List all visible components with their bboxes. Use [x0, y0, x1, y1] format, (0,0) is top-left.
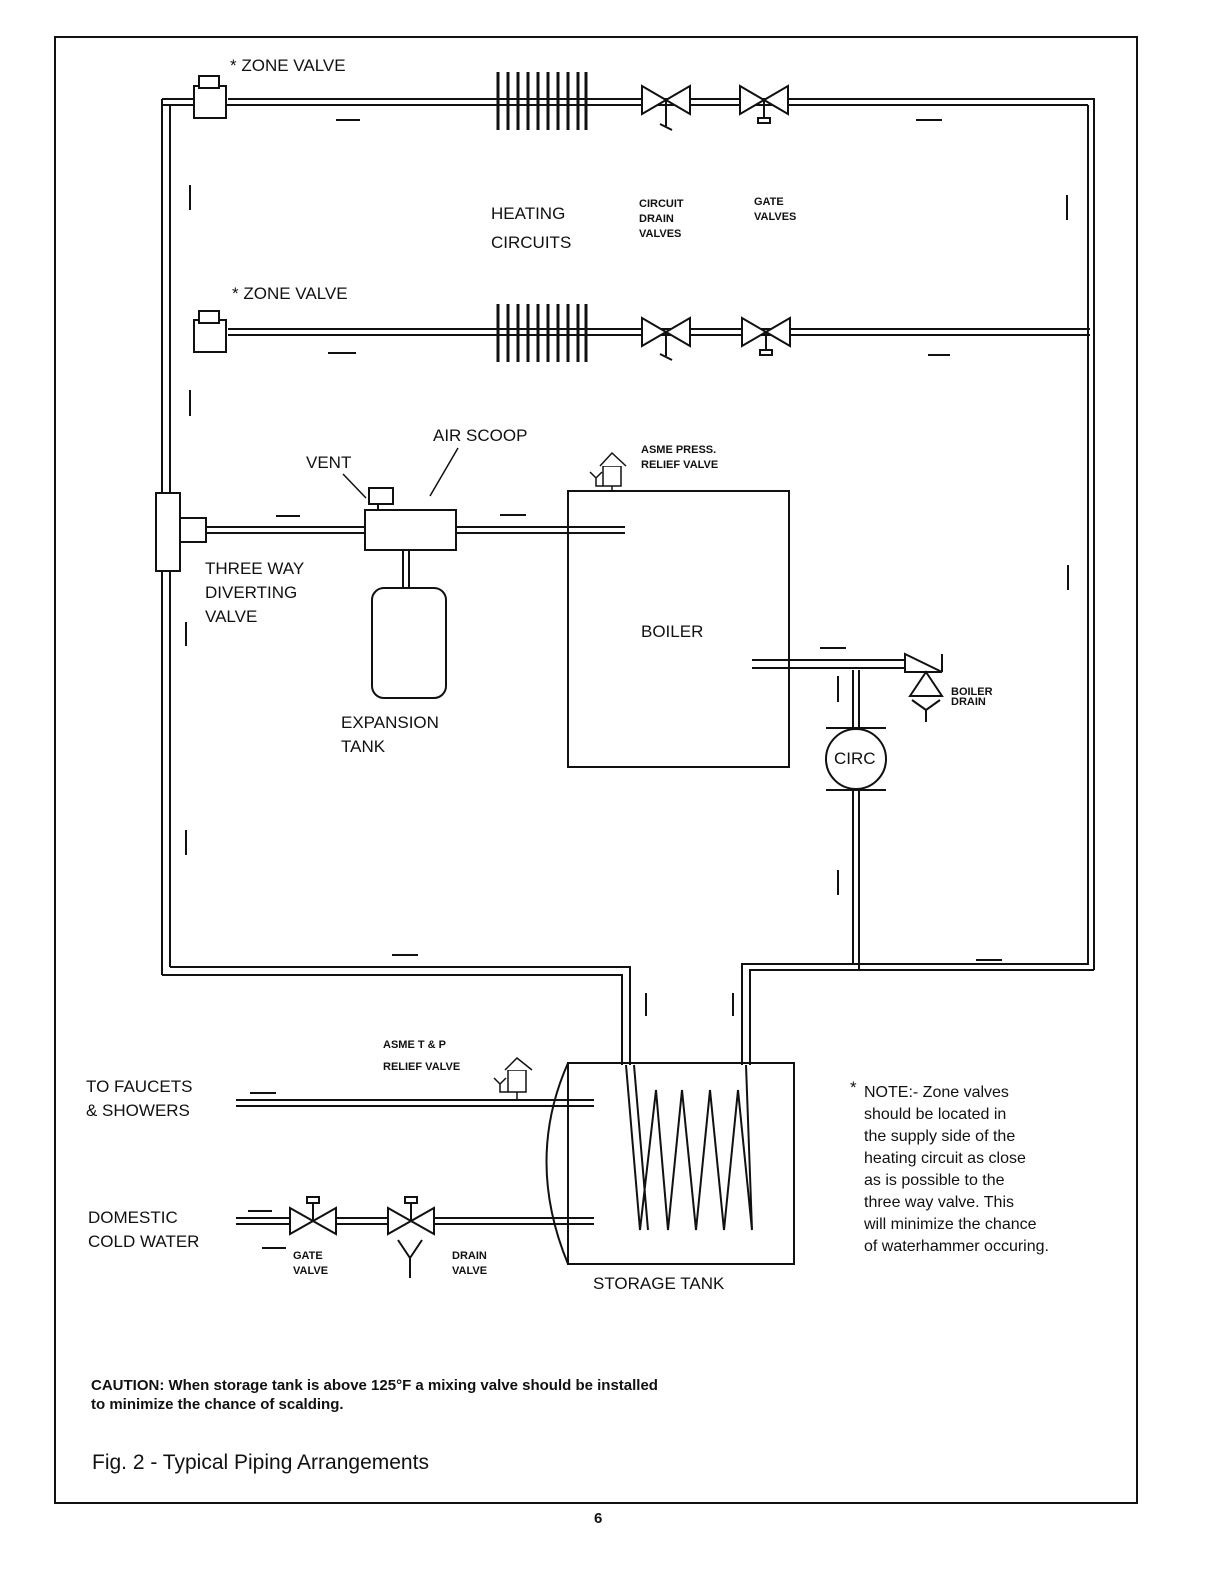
- circuit-drain-valve-mid: [641, 316, 691, 361]
- label-vent: VENT: [306, 453, 352, 472]
- pipe-right-return: [856, 99, 1095, 970]
- label-drain-valve-cold: DRAIN VALVE: [452, 1249, 487, 1279]
- label-boiler-drain-line2: DRAIN: [951, 696, 986, 708]
- label-three-way-line3: VALVE: [205, 607, 258, 626]
- label-asme-press-line1: ASME PRESS.: [641, 444, 717, 456]
- pipe-tank-stem: [402, 550, 410, 588]
- label-storage-tank: STORAGE TANK: [593, 1274, 725, 1293]
- label-circuit-drain-line1: CIRCUIT: [639, 198, 684, 210]
- label-domestic-cold-water: DOMESTIC COLD WATER: [88, 1206, 199, 1254]
- label-zone-valve-mid: * ZONE VALVE: [232, 284, 348, 303]
- pipe-bottom-supply: [162, 966, 631, 1065]
- asme-tp-relief-valve: [493, 1056, 533, 1100]
- label-gate-valves-line1: GATE: [754, 196, 784, 208]
- label-circ: CIRC: [834, 749, 876, 768]
- label-zone-valve-top: * ZONE VALVE: [230, 56, 346, 75]
- label-three-way-valve: THREE WAY DIVERTING VALVE: [205, 557, 304, 629]
- label-heating-circuits-line2: CIRCUITS: [491, 233, 572, 252]
- pipe-boiler-outlet: [752, 659, 905, 669]
- pipe-three-way-branch: [206, 526, 625, 534]
- label-asme-press-line2: RELIEF VALVE: [641, 459, 719, 471]
- label-drain-valve-line2: VALVE: [452, 1265, 488, 1277]
- label-circuit-drain-line3: VALVES: [639, 228, 682, 240]
- expansion-tank: [371, 587, 447, 699]
- page-frame: [54, 36, 1138, 1504]
- three-way-diverting-valve: [155, 492, 207, 572]
- drain-valve-cold: [387, 1196, 435, 1278]
- label-to-faucets: TO FAUCETS & SHOWERS: [86, 1075, 192, 1123]
- label-asme-tp-line1: ASME T & P: [383, 1039, 446, 1051]
- note-line: will minimize the chance: [864, 1216, 1037, 1233]
- caution-text: CAUTION: When storage tank is above 125°…: [91, 1376, 791, 1414]
- label-asme-tp-relief: ASME T & P RELIEF VALVE: [383, 1034, 460, 1078]
- pipe-circ-line: [852, 670, 860, 970]
- note-line: as is possible to the: [864, 1172, 1005, 1189]
- pipe-bottom-return: [741, 963, 1094, 1065]
- label-expansion-line1: EXPANSION: [341, 713, 439, 732]
- label-cold-line1: DOMESTIC: [88, 1208, 178, 1227]
- air-scoop: [364, 509, 457, 551]
- label-gate-valve-line2: VALVE: [293, 1265, 329, 1277]
- zone-valve-note: NOTE:- Zone valves should be located in …: [864, 1082, 1094, 1258]
- note-line: heating circuit as close: [864, 1150, 1026, 1167]
- pipe-cold-in: [236, 1217, 594, 1225]
- label-faucets-line1: TO FAUCETS: [86, 1077, 193, 1096]
- label-heating-circuits-line1: HEATING: [491, 204, 566, 223]
- note-line: NOTE:- Zone valves: [864, 1084, 1009, 1101]
- zone-valve-mid: [193, 319, 227, 353]
- gate-valve-top: [739, 84, 789, 124]
- gate-valve-cold: [289, 1196, 337, 1236]
- note-line: three way valve. This: [864, 1194, 1014, 1211]
- label-boiler: BOILER: [641, 622, 704, 641]
- label-faucets-line2: & SHOWERS: [86, 1101, 190, 1120]
- pipe-hot-out: [236, 1099, 594, 1107]
- page-number: 6: [594, 1510, 603, 1527]
- asme-pressure-relief-valve: [589, 451, 627, 491]
- label-drain-valve-line1: DRAIN: [452, 1250, 487, 1262]
- figure-title: Fig. 2 - Typical Piping Arrangements: [92, 1451, 429, 1474]
- boiler-drain-valve: [904, 652, 944, 722]
- radiator-top: [496, 72, 588, 130]
- flow-arrows: [185, 119, 1069, 1249]
- zone-valve-top: [193, 85, 227, 119]
- note-line: should be located in: [864, 1106, 1007, 1123]
- label-gate-valve-line1: GATE: [293, 1250, 323, 1262]
- caution-line1: CAUTION: When storage tank is above 125°…: [91, 1377, 658, 1394]
- note-star: *: [850, 1078, 857, 1097]
- label-expansion-tank: EXPANSION TANK: [341, 711, 439, 759]
- boiler: [567, 490, 790, 768]
- label-boiler-drain-line1: BOILER: [951, 686, 993, 698]
- note-line: of waterhammer occuring.: [864, 1238, 1049, 1255]
- gate-valve-mid: [741, 316, 791, 356]
- label-asme-press-relief: ASME PRESS. RELIEF VALVE: [641, 443, 718, 473]
- storage-tank-front: [545, 1062, 569, 1265]
- label-heating-circuits: HEATING CIRCUITS: [491, 199, 571, 257]
- label-three-way-line2: DIVERTING: [205, 583, 298, 602]
- storage-tank: [567, 1062, 795, 1265]
- label-cold-line2: COLD WATER: [88, 1232, 200, 1251]
- label-asme-tp-line2: RELIEF VALVE: [383, 1061, 461, 1073]
- label-gate-valves-line2: VALVES: [754, 211, 797, 223]
- circuit-drain-valve-top: [641, 84, 691, 131]
- label-expansion-line2: TANK: [341, 737, 386, 756]
- label-air-scoop: AIR SCOOP: [433, 426, 528, 445]
- circulator-pump: [825, 727, 887, 791]
- label-circuit-drain-line2: DRAIN: [639, 213, 674, 225]
- label-gate-valves: GATE VALVES: [754, 195, 796, 225]
- radiator-mid: [496, 304, 588, 362]
- vent: [368, 487, 394, 505]
- label-boiler-drain: BOILER DRAIN: [951, 686, 993, 708]
- label-three-way-line1: THREE WAY: [205, 559, 305, 578]
- label-gate-valve-cold: GATE VALVE: [293, 1249, 328, 1279]
- label-circuit-drain-valves: CIRCUIT DRAIN VALVES: [639, 197, 684, 242]
- caution-line2: to minimize the chance of scalding.: [91, 1396, 344, 1413]
- note-line: the supply side of the: [864, 1128, 1016, 1145]
- heating-coil: [625, 1064, 753, 1231]
